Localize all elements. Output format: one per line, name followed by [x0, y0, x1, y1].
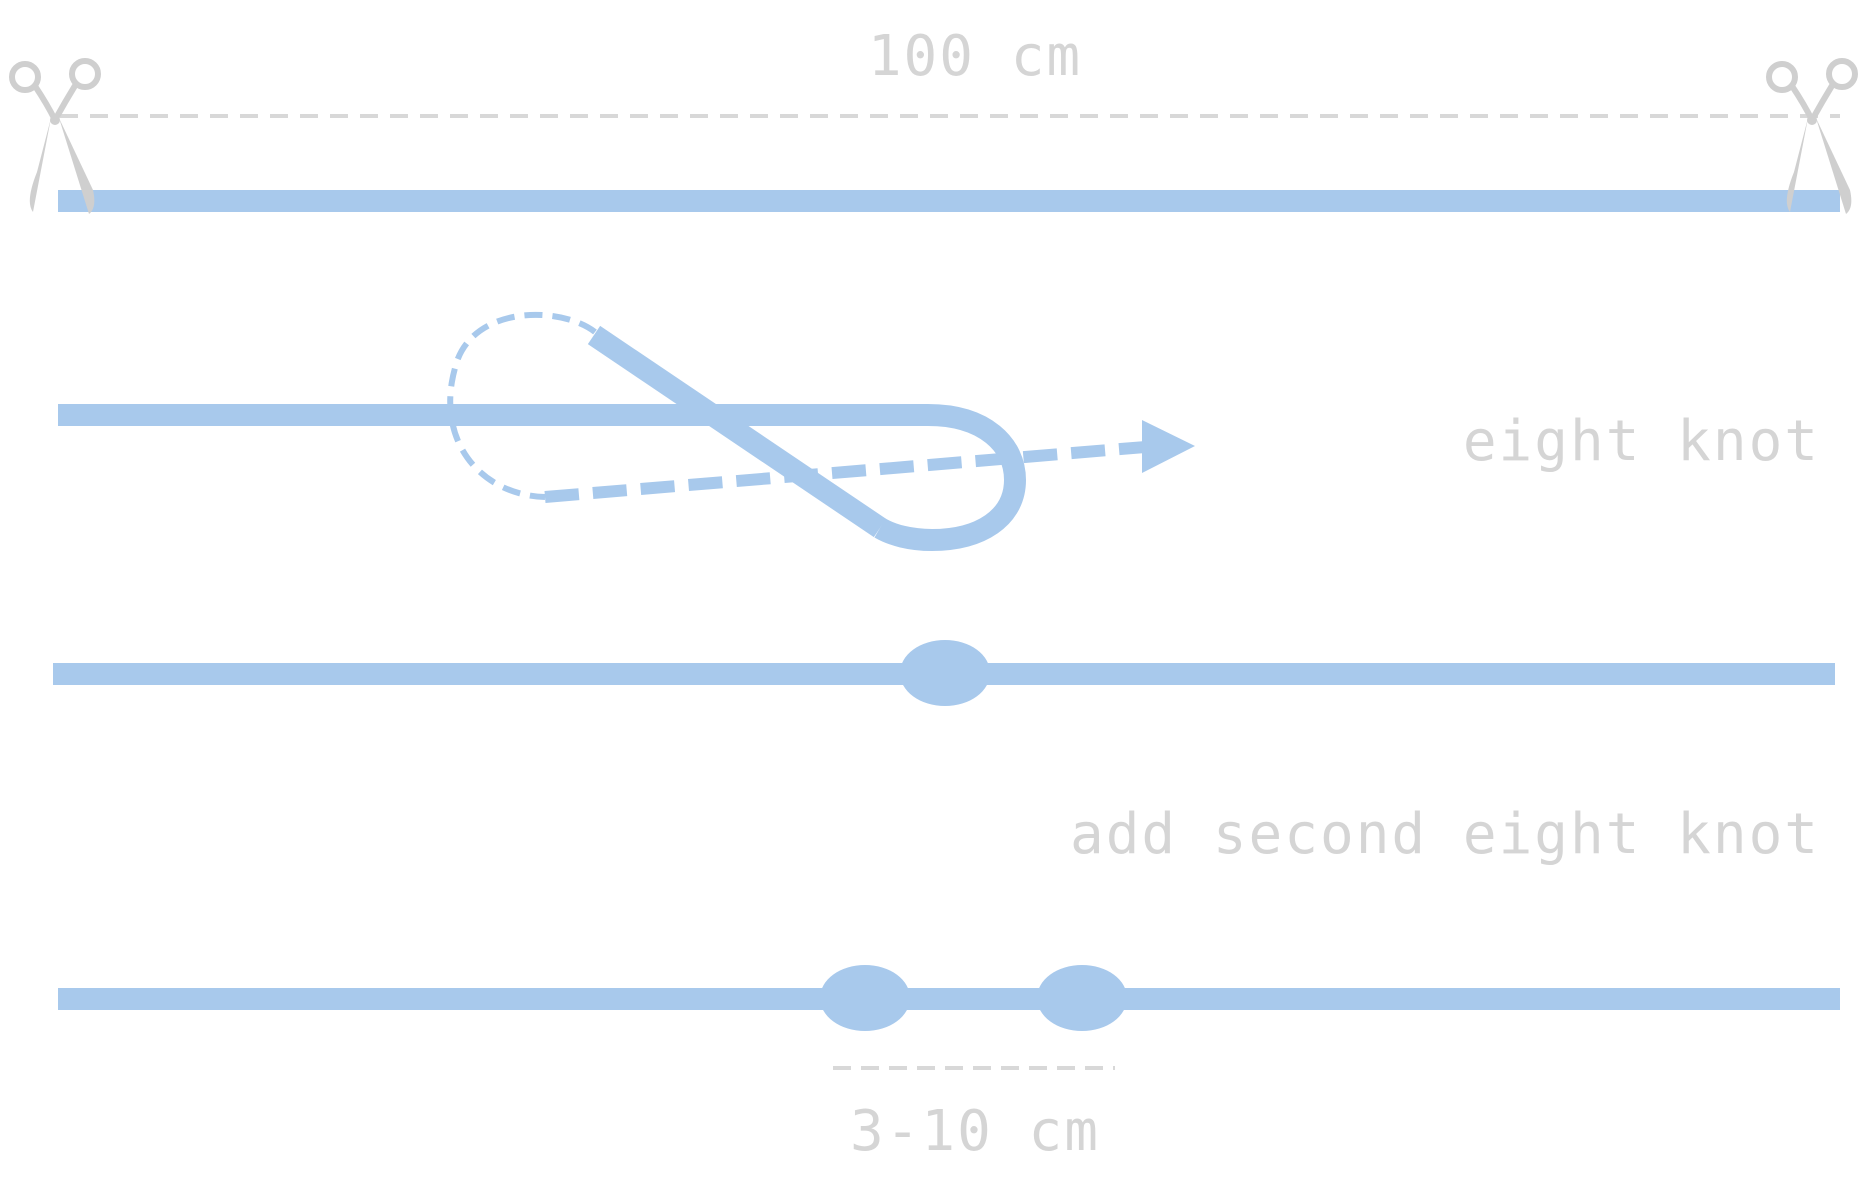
second-knot-step: add second eight knot 3-10 cm	[58, 802, 1840, 1164]
first-knot-marker	[820, 965, 910, 1031]
knot-rope-crossing	[587, 325, 887, 538]
single-knot-step	[53, 640, 1835, 706]
second-knot-marker	[1037, 965, 1127, 1031]
total-length-label: 100 cm	[868, 24, 1082, 89]
knot-rope-main	[58, 404, 1027, 552]
threading-path	[544, 441, 1146, 503]
knot-loop-dashed	[447, 311, 597, 500]
arrow-right-icon	[1142, 420, 1195, 473]
eight-knot-marker	[900, 640, 990, 706]
eight-knot-label: eight knot	[1463, 409, 1820, 474]
second-knot-label: add second eight knot	[1070, 802, 1820, 867]
eight-knot-step: eight knot	[58, 311, 1820, 552]
scissors-icon	[9, 58, 101, 214]
double-knot-rope	[58, 988, 1840, 1010]
cut-rope	[58, 190, 1840, 212]
knot-spacing-label: 3-10 cm	[850, 1099, 1100, 1164]
cut-rope-step: 100 cm	[9, 24, 1858, 214]
scissors-icon	[1766, 58, 1858, 214]
